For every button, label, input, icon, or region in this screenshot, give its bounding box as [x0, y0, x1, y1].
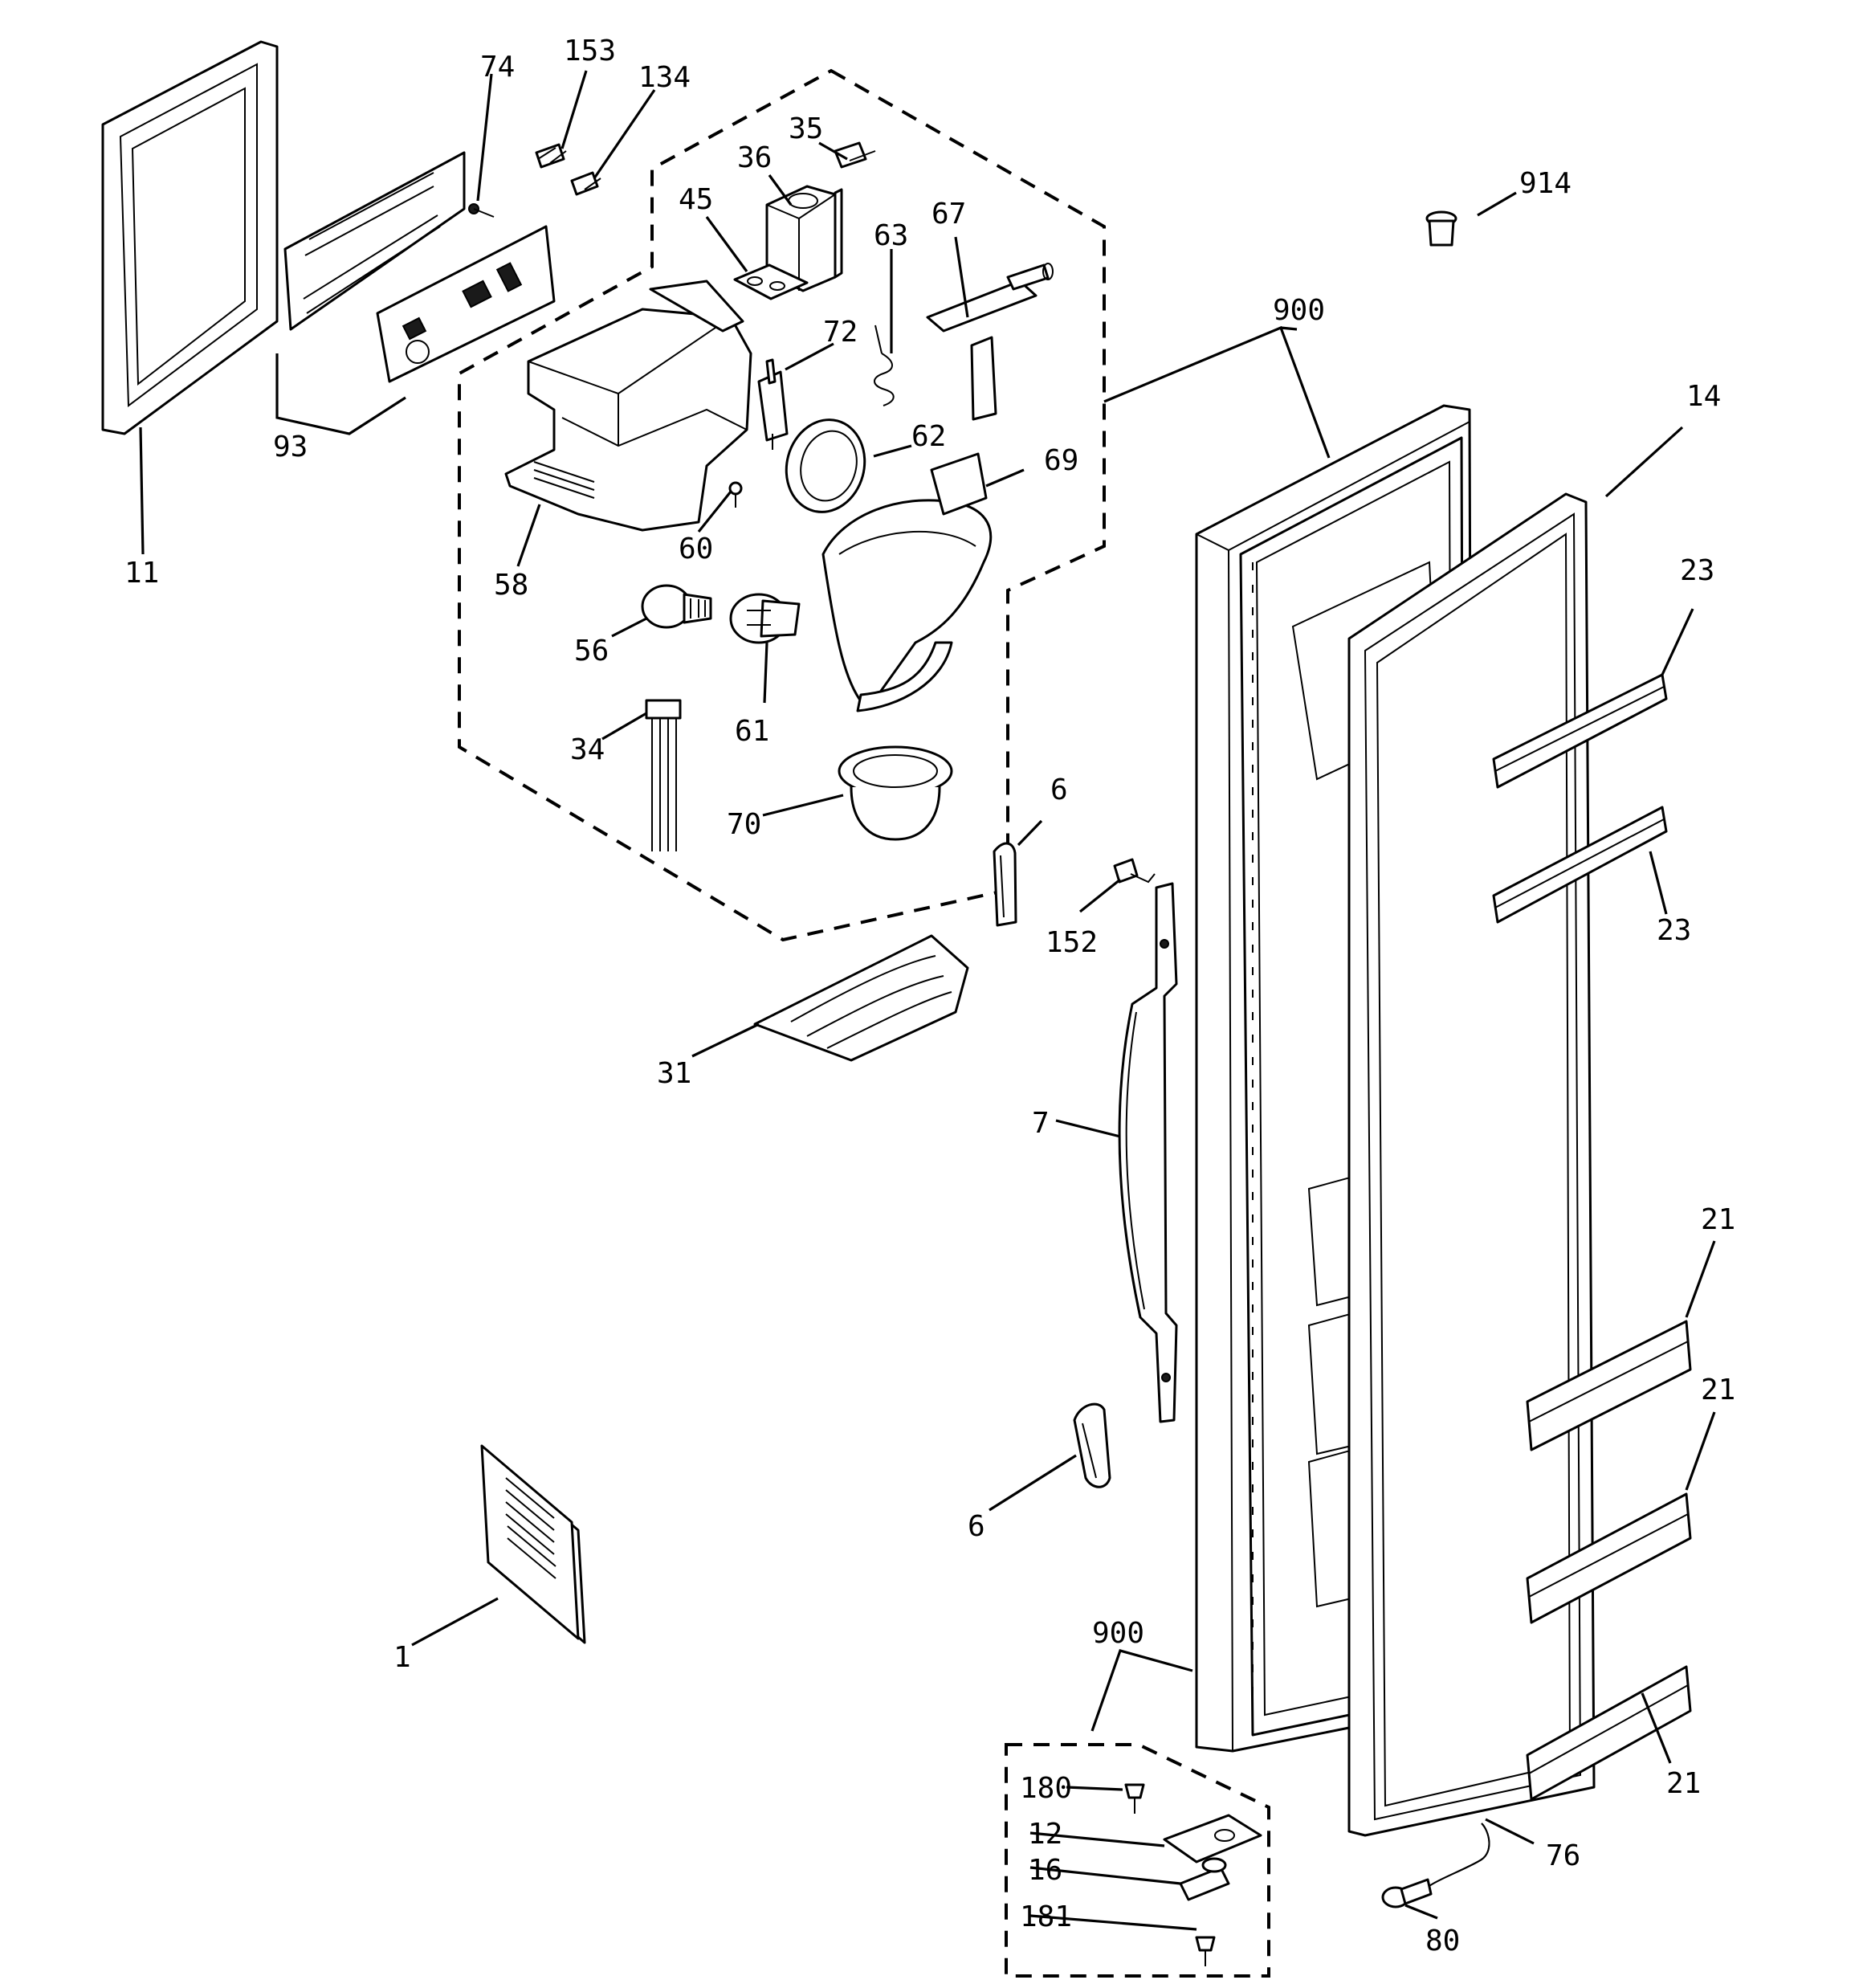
callout-23-upper: 23: [1680, 554, 1714, 587]
ice-funnel: [821, 452, 993, 712]
ice-chute-housing: [504, 280, 752, 532]
callout-6-lower: 6: [968, 1510, 985, 1543]
solenoid-bracket: [733, 263, 809, 300]
callout-12: 12: [1028, 1818, 1062, 1851]
callout-62: 62: [911, 420, 946, 453]
dispenser-duct: [838, 745, 953, 841]
handle-cap-lower: [1073, 1402, 1111, 1488]
callout-93: 93: [273, 431, 308, 463]
plug-cap: [1425, 210, 1457, 247]
drip-tray: [753, 934, 969, 1062]
callout-914: 914: [1519, 167, 1572, 200]
callout-21-upper: 21: [1701, 1203, 1735, 1236]
bin-rail-21-lower: [1526, 1665, 1692, 1801]
reed-switch: [468, 203, 495, 218]
callout-67: 67: [932, 198, 966, 231]
solenoid: [765, 185, 843, 292]
hinge-bracket: [1163, 1814, 1262, 1863]
torsion-spring: [874, 325, 895, 406]
ice-chute-door-arm: [926, 263, 1054, 421]
control-panel-board: [283, 151, 556, 383]
callout-56: 56: [574, 635, 609, 667]
screw-181: [1195, 1936, 1216, 1966]
callout-61: 61: [735, 715, 769, 748]
callout-23-lower: 23: [1657, 914, 1691, 947]
callout-153: 153: [564, 35, 616, 67]
callout-labels: 153 74 134 35 36 45 63 67 914 900 72 14 …: [124, 35, 1735, 1957]
wire-harness: [645, 699, 682, 851]
callout-74: 74: [480, 51, 515, 84]
callout-35: 35: [789, 112, 823, 145]
callout-7: 7: [1032, 1107, 1050, 1140]
shelf-rail-23-upper: [1492, 673, 1668, 789]
callout-1: 1: [393, 1641, 411, 1674]
bin-rail-21-upper: [1526, 1320, 1692, 1451]
dispenser-recess-frame: [101, 40, 279, 435]
callout-180: 180: [1020, 1772, 1072, 1805]
callout-21-middle: 21: [1701, 1374, 1735, 1406]
door-gasket: [1347, 492, 1596, 1837]
callout-134: 134: [638, 61, 691, 94]
callout-63: 63: [874, 219, 908, 252]
screw-152: [1113, 858, 1156, 884]
callout-70: 70: [727, 808, 761, 841]
callout-76: 76: [1546, 1839, 1580, 1872]
callout-181: 181: [1020, 1900, 1072, 1933]
water-tube: [1429, 1823, 1490, 1887]
screw-180: [1124, 1783, 1145, 1814]
screw-153: [535, 143, 567, 169]
callout-900-hinge: 900: [1092, 1617, 1144, 1650]
light-bulb: [641, 584, 712, 629]
tube-fitting: [1381, 1878, 1433, 1908]
screw-60: [728, 481, 743, 508]
dispenser-assembly-group-outline: [458, 68, 1106, 942]
callout-69: 69: [1044, 444, 1078, 477]
callout-60: 60: [679, 533, 713, 565]
micro-switch: [757, 358, 789, 450]
callout-72: 72: [823, 316, 858, 349]
callout-34: 34: [570, 733, 605, 766]
chute-seal-ring: [785, 418, 866, 513]
handle-cap-upper: [993, 842, 1017, 927]
callout-6-upper: 6: [1050, 774, 1068, 806]
callout-11: 11: [124, 557, 159, 590]
screw-35: [834, 141, 876, 169]
callout-900-door: 900: [1273, 294, 1325, 327]
bin-rail-21-middle: [1526, 1492, 1692, 1624]
shelf-rail-23-lower: [1492, 806, 1668, 924]
callout-14: 14: [1686, 380, 1721, 413]
callout-31: 31: [657, 1057, 691, 1090]
callout-16: 16: [1028, 1854, 1062, 1887]
lamp-socket: [729, 593, 801, 644]
callout-36: 36: [737, 141, 772, 174]
screw-134: [570, 171, 601, 196]
owners-manual: [480, 1444, 586, 1644]
hinge-kit-group-outline: [1005, 1743, 1270, 1978]
callout-152: 152: [1046, 926, 1098, 959]
leader-lines: [139, 70, 1716, 1931]
door-handle: [1118, 882, 1178, 1423]
callout-45: 45: [679, 183, 713, 216]
hinge-bushing: [1179, 1857, 1230, 1901]
callout-80: 80: [1425, 1925, 1460, 1957]
callout-21-lower: 21: [1666, 1767, 1701, 1800]
callout-58: 58: [494, 569, 528, 602]
